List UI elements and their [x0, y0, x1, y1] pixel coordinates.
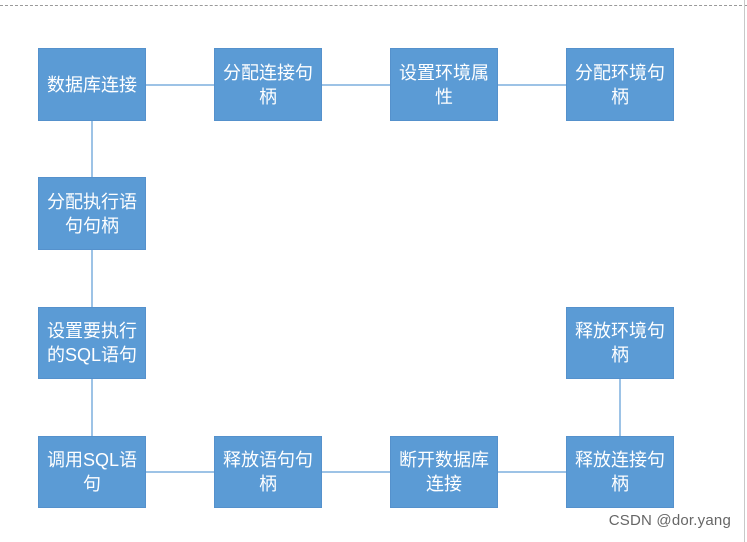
node-label-line: 分配连接句 [223, 62, 313, 83]
node-label-line: 柄 [259, 474, 277, 494]
node-set-env-attr: 设置环境属 性 [390, 48, 498, 121]
node-set-sql-statement: 设置要执行 的SQL语句 [38, 307, 146, 379]
node-free-env-handle: 释放环境句 柄 [566, 307, 674, 379]
node-label-line: 释放环境句 [575, 321, 665, 341]
node-label-line: 性 [435, 86, 453, 107]
node-alloc-conn-handle: 分配连接句 柄 [214, 48, 322, 121]
node-label-line: 设置环境属 [399, 62, 489, 83]
node-alloc-stmt-handle: 分配执行语 句句柄 [38, 177, 146, 250]
node-label-line: 分配执行语 [47, 191, 137, 212]
node-label-line: 连接 [426, 474, 462, 494]
node-label-line: 柄 [259, 86, 277, 107]
node-label-line: 分配环境句 [575, 62, 665, 83]
node-free-conn-handle: 释放连接句 柄 [566, 436, 674, 508]
node-label-line: 句 [83, 474, 101, 494]
node-label-line: 句句柄 [65, 215, 119, 236]
page-right-border [744, 0, 745, 542]
node-label-line: 柄 [611, 86, 629, 107]
node-label-line: 释放语句句 [223, 450, 313, 470]
node-label-line: 调用SQL语 [46, 450, 138, 470]
page-top-dashed-border [0, 5, 747, 6]
node-disconnect-db: 断开数据库 连接 [390, 436, 498, 508]
node-exec-sql: 调用SQL语 句 [38, 436, 146, 508]
node-label-line: 柄 [611, 474, 629, 494]
node-label-line: 断开数据库 [399, 450, 489, 470]
node-alloc-env-handle: 分配环境句 柄 [566, 48, 674, 121]
node-label-line: 数据库连接 [47, 74, 137, 95]
node-label-line: 的SQL语句 [46, 345, 138, 365]
node-label-line: 释放连接句 [575, 450, 665, 470]
node-free-stmt-handle: 释放语句句 柄 [214, 436, 322, 508]
watermark-text: CSDN @dor.yang [608, 512, 731, 529]
node-db-connect: 数据库连接 [38, 48, 146, 121]
node-label-line: 设置要执行 [47, 321, 137, 341]
node-label-line: 柄 [611, 345, 629, 365]
